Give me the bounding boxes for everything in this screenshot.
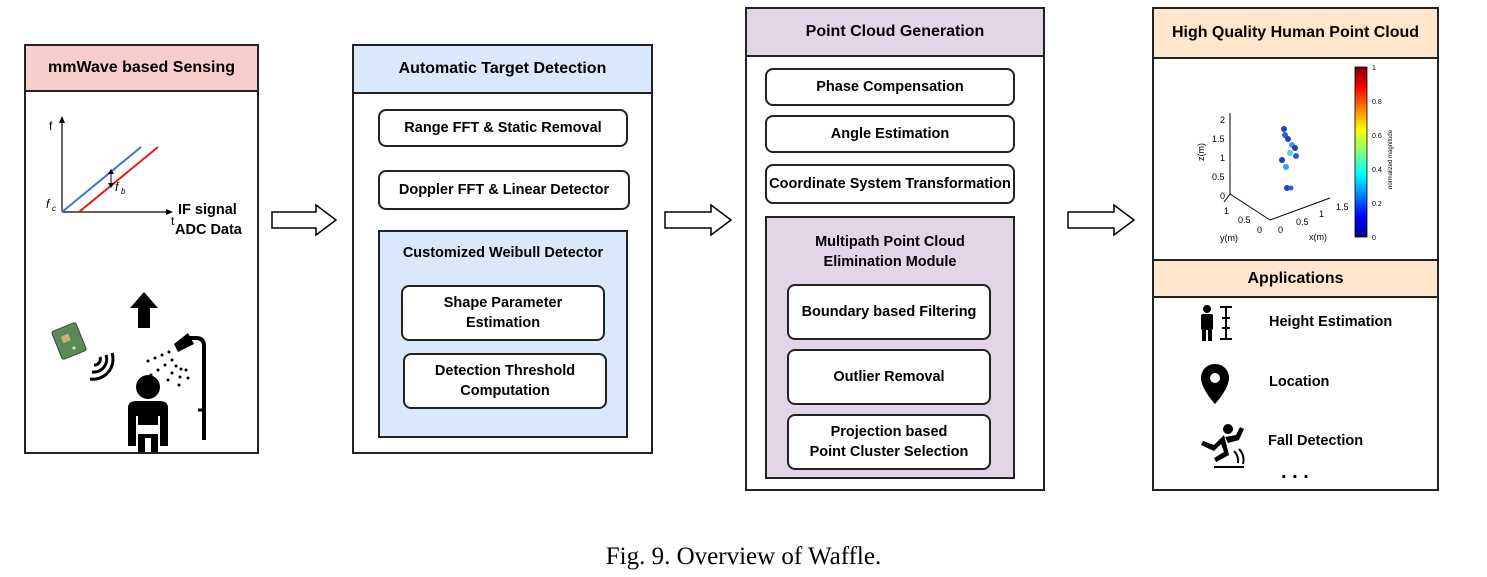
- z-tick-2: 1.5: [1212, 134, 1225, 144]
- generation-panel: Point Cloud Generation Phase Compensatio…: [745, 7, 1045, 491]
- point-cloud-plot: 2 1.5 1 0.5 0 1 0.5 0 0 0.5 1 1.5 z(m) y…: [1196, 65, 1394, 243]
- multipath-elimination-title: Multipath Point Cloud Elimination Module: [815, 234, 965, 270]
- chirp-fb-label: f: [115, 180, 120, 194]
- colorbar-tick-6: 0: [1372, 235, 1376, 242]
- detection-panel: Automatic Target Detection Range FFT & S…: [352, 44, 653, 454]
- output-header: High Quality Human Point Cloud: [1154, 9, 1437, 59]
- colorbar-tick-2: 0.8: [1372, 99, 1382, 106]
- output-panel: High Quality Human Point Cloud 2 1.5 1 0…: [1152, 7, 1439, 261]
- location-pin-icon: [1201, 364, 1229, 404]
- figure-caption: Fig. 9. Overview of Waffle.: [605, 543, 882, 570]
- x-tick-2: 0.5: [1296, 217, 1309, 227]
- shape-parameter-box: Shape Parameter Estimation: [401, 285, 605, 341]
- flow-arrow-3: [1067, 203, 1136, 237]
- weibull-detector-title: Customized Weibull Detector: [402, 245, 604, 261]
- range-fft-box: Range FFT & Static Removal: [378, 109, 628, 147]
- multipath-elimination-box: Multipath Point Cloud Elimination Module…: [765, 216, 1015, 479]
- y-axis-label: y(m): [1220, 233, 1238, 243]
- detection-threshold-box: Detection Threshold Computation: [403, 353, 607, 409]
- outlier-removal-box: Outlier Removal: [787, 349, 991, 405]
- chirp-plot: f t f c f b: [46, 116, 175, 228]
- person-icon: [128, 375, 168, 452]
- app-location: Location: [1269, 374, 1330, 390]
- shower-icon: [146, 333, 206, 440]
- applications-header: Applications: [1154, 261, 1437, 298]
- wireless-icon: [89, 352, 115, 381]
- app-height-estimation: Height Estimation: [1269, 314, 1393, 330]
- coordinate-transformation-box: Coordinate System Transformation: [765, 164, 1015, 204]
- if-signal-label: IF signal: [178, 202, 237, 218]
- applications-panel: Applications Height Estimation Location …: [1152, 259, 1439, 491]
- projection-selection-box: Projection based Point Cluster Selection: [787, 414, 991, 470]
- chirp-fc-sub: c: [52, 204, 56, 213]
- flow-arrow-1: [271, 203, 338, 237]
- doppler-fft-box: Doppler FFT & Linear Detector: [378, 170, 630, 210]
- sensing-header: mmWave based Sensing: [26, 46, 257, 92]
- sensing-panel: mmWave based Sensing f t f c f b IF sign…: [24, 44, 259, 454]
- weibull-detector-box: Customized Weibull Detector Shape Parame…: [378, 230, 628, 438]
- z-tick-4: 0.5: [1212, 172, 1225, 182]
- x-axis-label: x(m): [1309, 232, 1327, 242]
- z-tick-1: 2: [1220, 115, 1225, 125]
- phase-compensation-box: Phase Compensation: [765, 68, 1015, 106]
- flow-arrow-2: [664, 203, 733, 237]
- chirp-y-axis-label: f: [49, 119, 53, 133]
- y-tick-3: 0: [1257, 225, 1262, 235]
- falling-person-icon: [1201, 424, 1245, 468]
- chirp-x-axis-label: t: [171, 214, 175, 228]
- more-applications-ellipsis: . . .: [1281, 461, 1309, 483]
- z-tick-5: 0: [1220, 191, 1225, 201]
- generation-header: Point Cloud Generation: [747, 9, 1043, 57]
- adc-data-label: ADC Data: [175, 222, 243, 238]
- point-cloud-points: [1279, 126, 1299, 191]
- colorbar-tick-5: 0.2: [1372, 201, 1382, 208]
- sensing-illustration: f t f c f b IF signal ADC Data: [46, 116, 243, 452]
- colorbar-tick-4: 0.4: [1372, 167, 1382, 174]
- up-arrow-icon: [130, 292, 158, 328]
- z-axis-label: z(m): [1196, 143, 1206, 161]
- colorbar-tick-1: 1: [1372, 65, 1376, 72]
- colorbar: [1354, 66, 1368, 238]
- x-tick-3: 1: [1319, 209, 1324, 219]
- x-tick-1: 0: [1278, 225, 1283, 235]
- x-tick-4: 1.5: [1336, 202, 1349, 212]
- radar-board-icon: [51, 322, 87, 360]
- y-tick-2: 0.5: [1238, 215, 1251, 225]
- detection-header: Automatic Target Detection: [354, 46, 651, 94]
- projection-line-2: Point Cluster Selection: [809, 444, 969, 460]
- z-tick-3: 1: [1220, 153, 1225, 163]
- angle-estimation-box: Angle Estimation: [765, 115, 1015, 153]
- app-fall-detection: Fall Detection: [1268, 433, 1364, 449]
- colorbar-tick-3: 0.6: [1372, 133, 1382, 140]
- boundary-filtering-box: Boundary based Filtering: [787, 284, 991, 340]
- projection-line-1: Projection based: [830, 424, 948, 440]
- height-icon: [1201, 305, 1232, 341]
- colorbar-label: normalized magnitude: [1388, 129, 1394, 189]
- chirp-fb-sub: b: [121, 187, 126, 196]
- chirp-fc-label: f: [46, 197, 51, 211]
- y-tick-1: 1: [1224, 206, 1229, 216]
